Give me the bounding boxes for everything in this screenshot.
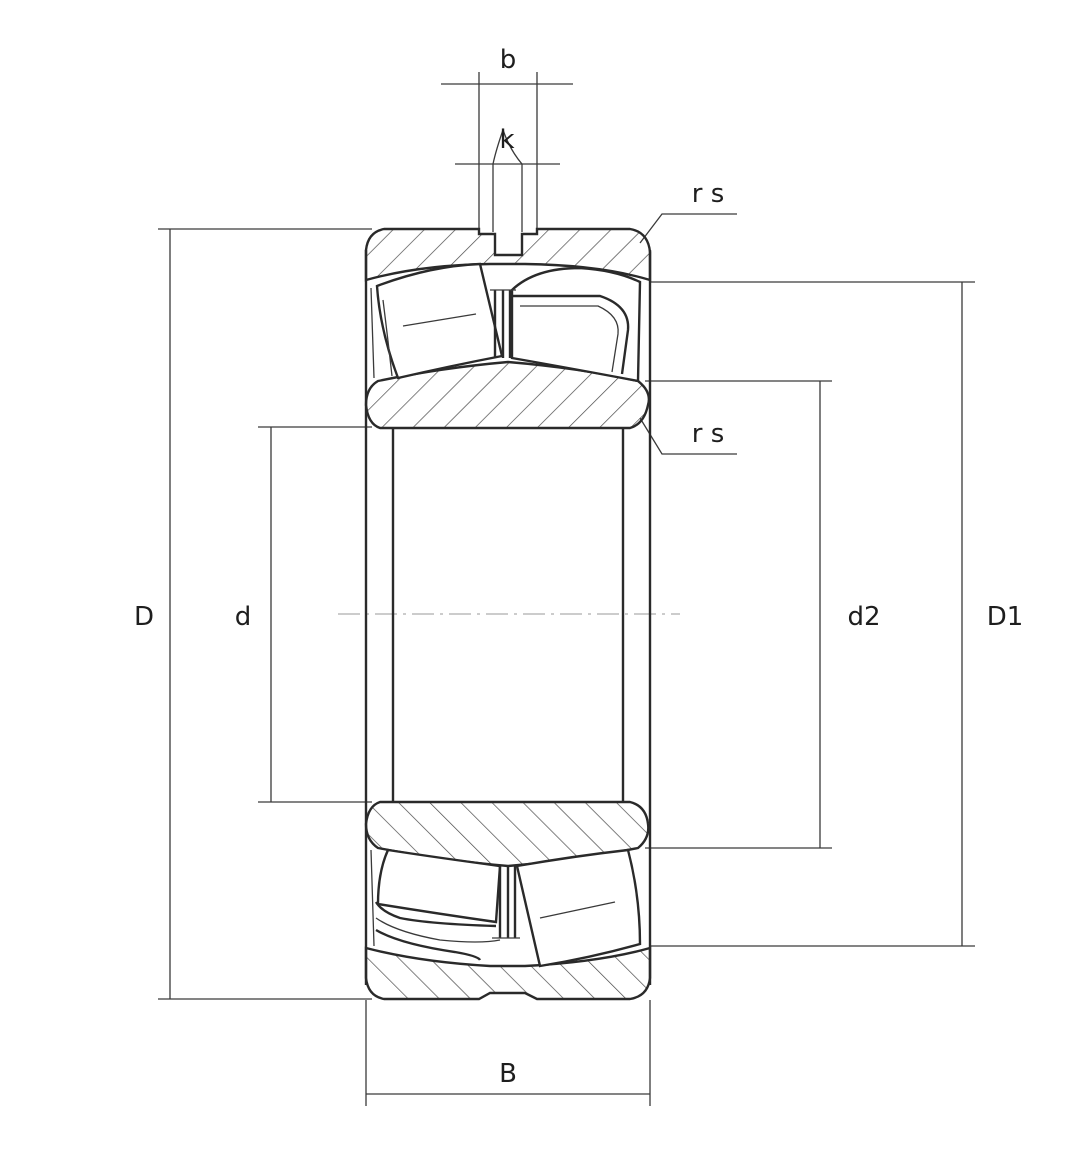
- label-rs-top: r s: [692, 179, 725, 209]
- label-d: d: [235, 602, 252, 632]
- label-D: D: [134, 602, 154, 632]
- dimension-lines: [158, 72, 975, 1106]
- outer-ring-bottom: [364, 946, 652, 1001]
- rollers-top: [370, 262, 642, 383]
- rollers-bottom: [370, 848, 642, 968]
- inner-ring-bottom: [364, 800, 650, 868]
- label-B: B: [499, 1059, 517, 1089]
- label-k: k: [499, 125, 514, 155]
- label-d2: d2: [847, 602, 880, 632]
- bearing-body: [364, 250, 652, 985]
- label-D1: D1: [987, 602, 1024, 632]
- outer-ring-top: [364, 227, 652, 282]
- label-b: b: [500, 45, 517, 75]
- inner-ring-top: [364, 360, 651, 430]
- label-rs-mid: r s: [692, 419, 725, 449]
